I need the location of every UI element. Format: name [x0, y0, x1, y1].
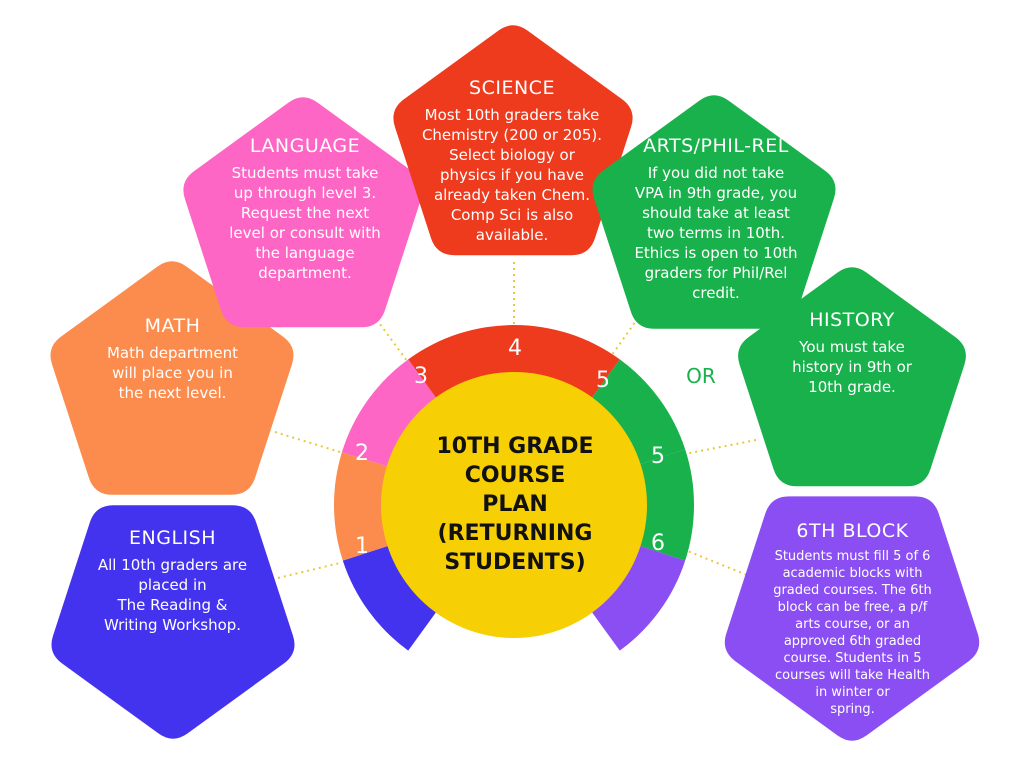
center-circle [381, 372, 647, 638]
panel-language-shape [183, 97, 423, 328]
block-ring [334, 325, 694, 651]
block-number-6: 6 [651, 531, 665, 556]
panel-math: MATH Math department will place you in t… [70, 315, 275, 403]
panel-history-title: HISTORY [809, 309, 895, 331]
panel-arts-text: If you did not take VPA in 9th grade, yo… [634, 164, 798, 302]
panel-english-shape [51, 505, 295, 739]
center-title: 10TH GRADE COURSE PLAN (RETURNING STUDEN… [436, 434, 594, 575]
panel-english: ENGLISH All 10th graders are placed in T… [70, 527, 275, 635]
panel-english-title: ENGLISH [129, 527, 216, 549]
panel-sixth-block-title: 6TH BLOCK [796, 520, 909, 542]
ring-segment-4 [408, 325, 620, 402]
panel-history: HISTORY You must take history in 9th or … [752, 309, 952, 397]
panel-history-text: You must take history in 9th or 10th gra… [792, 338, 912, 396]
panel-science-title: SCIENCE [469, 77, 555, 99]
panel-math-text: Math department will place you in the ne… [106, 344, 239, 402]
block-number-5-arts: 5 [596, 368, 610, 393]
block-number-4: 4 [508, 336, 522, 361]
panel-science-shape [393, 25, 633, 256]
panel-math-title: MATH [144, 315, 201, 337]
block-number-1: 1 [355, 534, 369, 559]
connector-sixth-block [679, 547, 753, 578]
or-label: OR [686, 364, 716, 388]
ring-segment-5-history [635, 449, 694, 561]
panel-history-shape [738, 267, 966, 487]
panel-language: LANGUAGE Students must take up through l… [200, 135, 410, 283]
panel-arts-shape [592, 95, 836, 329]
panel-english-text: All 10th graders are placed in The Readi… [97, 556, 248, 634]
ring-segment-3 [341, 359, 439, 468]
connector-history [679, 439, 757, 456]
panel-language-text: Students must take up through level 3. R… [229, 164, 381, 282]
panel-sixth-block: 6TH BLOCK Students must fill 5 of 6 acad… [750, 520, 955, 718]
block-number-2: 2 [355, 441, 369, 466]
ring-segment-1 [342, 544, 439, 651]
panel-arts: ARTS/PHIL-REL If you did not take VPA in… [611, 135, 821, 303]
block-number-5-history: 5 [651, 444, 665, 469]
panel-language-title: LANGUAGE [249, 135, 361, 157]
panel-sixth-block-text: Students must fill 5 of 6 academic block… [773, 549, 932, 717]
ring-segment-6 [589, 544, 686, 651]
panel-sixth-block-shape [724, 496, 980, 741]
panel-shapes [50, 25, 980, 741]
panel-arts-title: ARTS/PHIL-REL [643, 135, 789, 157]
connector-english [277, 562, 341, 579]
block-number-3: 3 [414, 364, 428, 389]
panel-science-text: Most 10th graders take Chemistry (200 or… [421, 106, 603, 244]
connector-math [274, 431, 341, 453]
ring-segment-5-arts [589, 359, 686, 466]
panel-science: SCIENCE Most 10th graders take Chemistry… [407, 77, 617, 245]
ring-segment-2 [334, 452, 393, 561]
